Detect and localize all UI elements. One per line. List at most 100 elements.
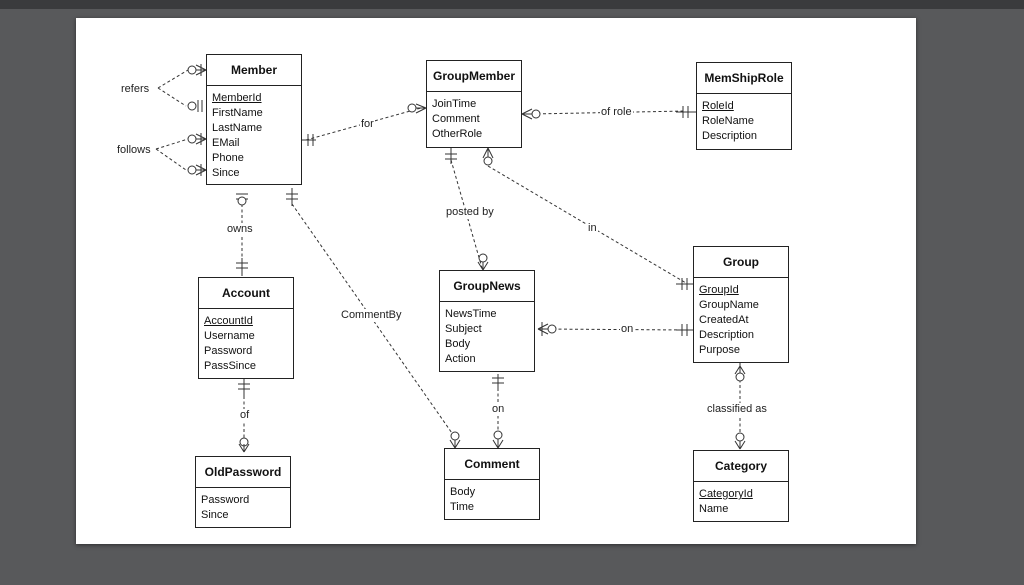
diagram-canvas: refers follows for of role owns posted b… — [76, 18, 916, 544]
attribute: Since — [201, 509, 229, 521]
commentby-crows-foot-icon — [449, 439, 461, 449]
on-group-one-bar-icon — [676, 324, 694, 336]
follows-upper-crows-foot-icon — [195, 133, 207, 145]
attribute: GroupName — [699, 299, 759, 311]
posted-by-crows-foot-icon — [477, 261, 489, 271]
follows-connector — [155, 138, 189, 171]
posted-by-zero-icon — [478, 253, 488, 263]
connector-layer — [155, 64, 746, 453]
on-group-connector — [541, 328, 687, 331]
refers-upper-crows-foot-icon — [195, 64, 207, 76]
of-crows-foot-icon — [238, 443, 250, 453]
attribute: Comment — [432, 113, 480, 125]
rel-classified-as-label: classified as — [706, 403, 768, 416]
attribute: Purpose — [699, 344, 740, 356]
attribute: FirstName — [212, 107, 263, 119]
of-one-bar-icon — [238, 378, 250, 396]
entity-title: Category — [694, 451, 788, 482]
rel-on-news-label: on — [491, 403, 506, 416]
attribute: Description — [699, 329, 755, 341]
rel-commentby-label: CommentBy — [340, 309, 403, 322]
entity-title: OldPassword — [196, 457, 290, 488]
for-connector — [305, 107, 422, 141]
attribute: Subject — [445, 323, 482, 335]
attribute: Password — [204, 345, 253, 357]
attribute: LastName — [212, 122, 263, 134]
rel-on-group-label: on — [620, 323, 635, 336]
attribute: RoleName — [702, 115, 754, 127]
entity-category: Category CategoryId Name — [693, 450, 789, 522]
attribute: PassSince — [204, 360, 256, 372]
posted-by-one-bar-icon — [445, 146, 457, 164]
on-group-zero-icon — [547, 324, 557, 334]
owns-zero-icon — [237, 196, 247, 206]
for-zero-icon — [407, 103, 417, 113]
attribute: AccountId — [204, 315, 253, 327]
refers-connector — [157, 69, 189, 107]
attribute: Phone — [212, 152, 244, 164]
on-group-crows-foot-icon — [537, 322, 549, 336]
attribute: Body — [450, 486, 476, 498]
refers-upper-zero-icon — [187, 65, 197, 75]
of-role-zero-icon — [531, 109, 541, 119]
entity-attributes: JoinTime Comment OtherRole — [427, 92, 521, 142]
entity-attributes: MemberId FirstName LastName EMail Phone … — [207, 86, 301, 181]
of-role-one-bar-icon — [676, 106, 696, 118]
classified-as-upper-zero-icon — [735, 372, 745, 382]
attribute: CreatedAt — [699, 314, 749, 326]
follows-lower-zero-icon — [187, 165, 197, 175]
entity-attributes: NewsTime Subject Body Action — [440, 302, 534, 367]
rel-of-role-label: of role — [600, 106, 633, 119]
attribute: Description — [702, 130, 758, 142]
entity-memshiprole: MemShipRole RoleId RoleName Description — [696, 62, 792, 150]
entity-attributes: GroupId GroupName CreatedAt Description … — [694, 278, 788, 358]
entity-attributes: CategoryId Name — [694, 482, 788, 517]
of-role-crows-foot-icon — [521, 108, 533, 120]
attribute: Username — [204, 330, 255, 342]
classified-as-lower-zero-icon — [735, 432, 745, 442]
entity-attributes: Body Time — [445, 480, 539, 515]
entity-comment: Comment Body Time — [444, 448, 540, 520]
follows-upper-zero-icon — [187, 134, 197, 144]
on-news-zero-icon — [493, 430, 503, 440]
attribute: Action — [445, 353, 476, 365]
rel-posted-by-label: posted by — [445, 206, 495, 219]
attribute: GroupId — [699, 284, 739, 296]
classified-as-lower-crows-foot-icon — [734, 440, 746, 450]
entity-title: GroupMember — [427, 61, 521, 92]
commentby-one-bar-icon — [286, 188, 298, 206]
on-news-one-bar-icon — [492, 374, 504, 390]
entity-groupmember: GroupMember JoinTime Comment OtherRole — [426, 60, 522, 148]
entity-title: Member — [207, 55, 301, 86]
entity-title: GroupNews — [440, 271, 534, 302]
follows-lower-crows-foot-icon — [195, 164, 207, 176]
attribute: Time — [450, 501, 475, 513]
rel-of-label: of — [239, 409, 251, 422]
rel-follows-label: follows — [116, 144, 152, 157]
refers-lower-zero-icon — [187, 101, 197, 111]
attribute: MemberId — [212, 92, 262, 104]
entity-title: Group — [694, 247, 788, 278]
entity-title: Comment — [445, 449, 539, 480]
entity-account: Account AccountId Username Password Pass… — [198, 277, 294, 379]
entity-oldpassword: OldPassword Password Since — [195, 456, 291, 528]
in-crows-foot-icon — [482, 147, 494, 159]
rel-for-label: for — [360, 118, 375, 131]
attribute: Name — [699, 503, 729, 515]
entity-title: Account — [199, 278, 293, 309]
commentby-zero-icon — [450, 431, 460, 441]
entity-groupnews: GroupNews NewsTime Subject Body Action — [439, 270, 535, 372]
attribute: OtherRole — [432, 128, 483, 140]
rel-in-label: in — [587, 222, 598, 235]
attribute: Password — [201, 494, 250, 506]
attribute: Body — [445, 338, 471, 350]
for-one-bar-icon — [301, 134, 316, 146]
attribute: NewsTime — [445, 308, 497, 320]
entity-group: Group GroupId GroupName CreatedAt Descri… — [693, 246, 789, 363]
owns-account-bar-icon — [236, 258, 248, 276]
for-crows-foot-icon — [415, 103, 427, 114]
attribute: Since — [212, 167, 240, 179]
entity-attributes: Password Since — [196, 488, 290, 523]
on-news-crows-foot-icon — [492, 439, 504, 449]
entity-member: Member MemberId FirstName LastName EMail… — [206, 54, 302, 185]
